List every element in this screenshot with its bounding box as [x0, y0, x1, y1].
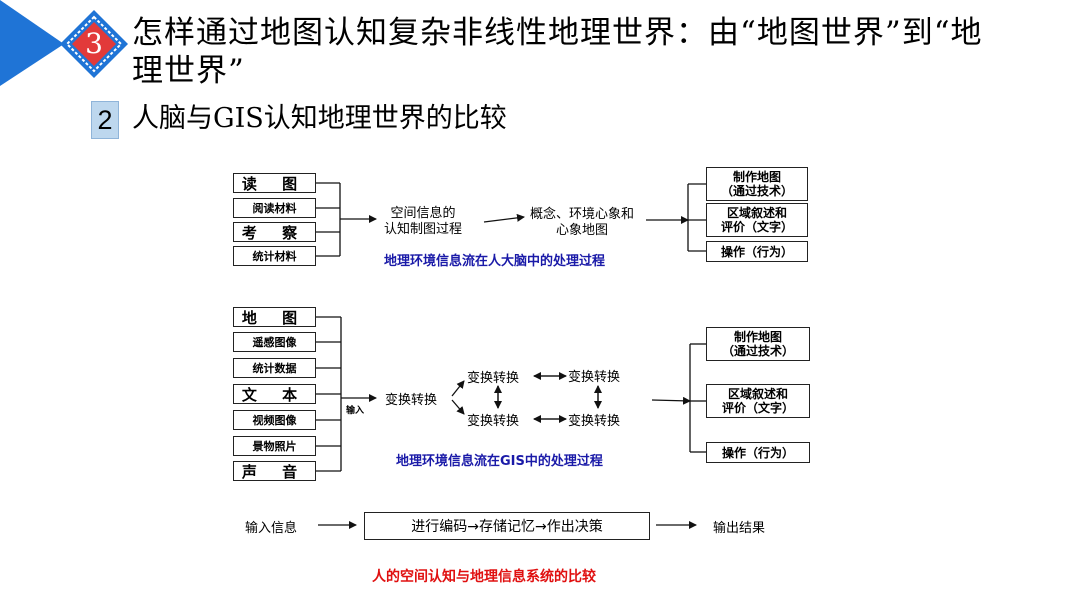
- d2-transform-bottom-left: 变换转换: [467, 414, 520, 429]
- d1-step-mental-map: 概念、环境心象和 心象地图: [530, 207, 635, 238]
- d1-input-statistics: 统计材料: [233, 246, 316, 266]
- d3-output-result: 输出结果: [713, 521, 766, 536]
- d1-input-read-map: 读 图: [233, 173, 316, 193]
- d3-process-box: 进行编码→存储记忆→作出决策: [364, 512, 650, 540]
- d2-transform-top-right: 变换转换: [568, 370, 621, 385]
- d2-transform-bottom-right: 变换转换: [568, 414, 621, 429]
- d3-caption: 人的空间认知与地理信息系统的比较: [372, 569, 596, 585]
- d1-step-cognitive-mapping: 空间信息的 认知制图过程: [384, 206, 463, 237]
- d2-input-statistics: 统计数据: [233, 358, 316, 378]
- slide-subtitle: 人脑与GIS认知地理世界的比较: [132, 103, 507, 134]
- d2-input-remote-sensing: 遥感图像: [233, 332, 316, 352]
- section-diamond-icon: [60, 10, 128, 78]
- section-number: 3: [85, 27, 103, 60]
- d1-input-survey: 考 察: [233, 222, 316, 242]
- d2-input-video: 视频图像: [233, 410, 316, 430]
- header-graphic: [0, 0, 128, 86]
- d2-caption: 地理环境信息流在GIS中的处理过程: [396, 454, 603, 469]
- d2-output-operation: 操作（行为）: [706, 442, 810, 463]
- d3-input-info: 输入信息: [245, 521, 298, 536]
- d1-output-make-map: 制作地图 （通过技术）: [706, 167, 808, 201]
- d1-output-operation: 操作（行为）: [706, 241, 808, 262]
- d2-input-map: 地 图: [233, 307, 316, 327]
- d2-input-sound: 声 音: [233, 461, 316, 481]
- header-arrow-icon: [0, 0, 64, 86]
- d2-input-label: 输入: [346, 406, 365, 416]
- d2-output-region-description: 区域叙述和 评价（文字）: [706, 384, 810, 418]
- d2-input-photo: 景物照片: [233, 436, 316, 456]
- d2-transform-top-left: 变换转换: [467, 371, 520, 386]
- d1-input-reading-material: 阅读材料: [233, 198, 316, 218]
- d2-output-make-map: 制作地图 （通过技术）: [706, 327, 810, 361]
- d1-output-region-description: 区域叙述和 评价（文字）: [706, 203, 808, 237]
- subtitle-number: 2: [91, 101, 119, 139]
- d1-caption: 地理环境信息流在人大脑中的处理过程: [384, 254, 606, 269]
- slide-title: 怎样通过地图认知复杂非线性地理世界：由“地图世界”到“地理世界”: [132, 15, 983, 89]
- d2-input-text: 文 本: [233, 384, 316, 404]
- d2-transform-start: 变换转换: [385, 393, 438, 408]
